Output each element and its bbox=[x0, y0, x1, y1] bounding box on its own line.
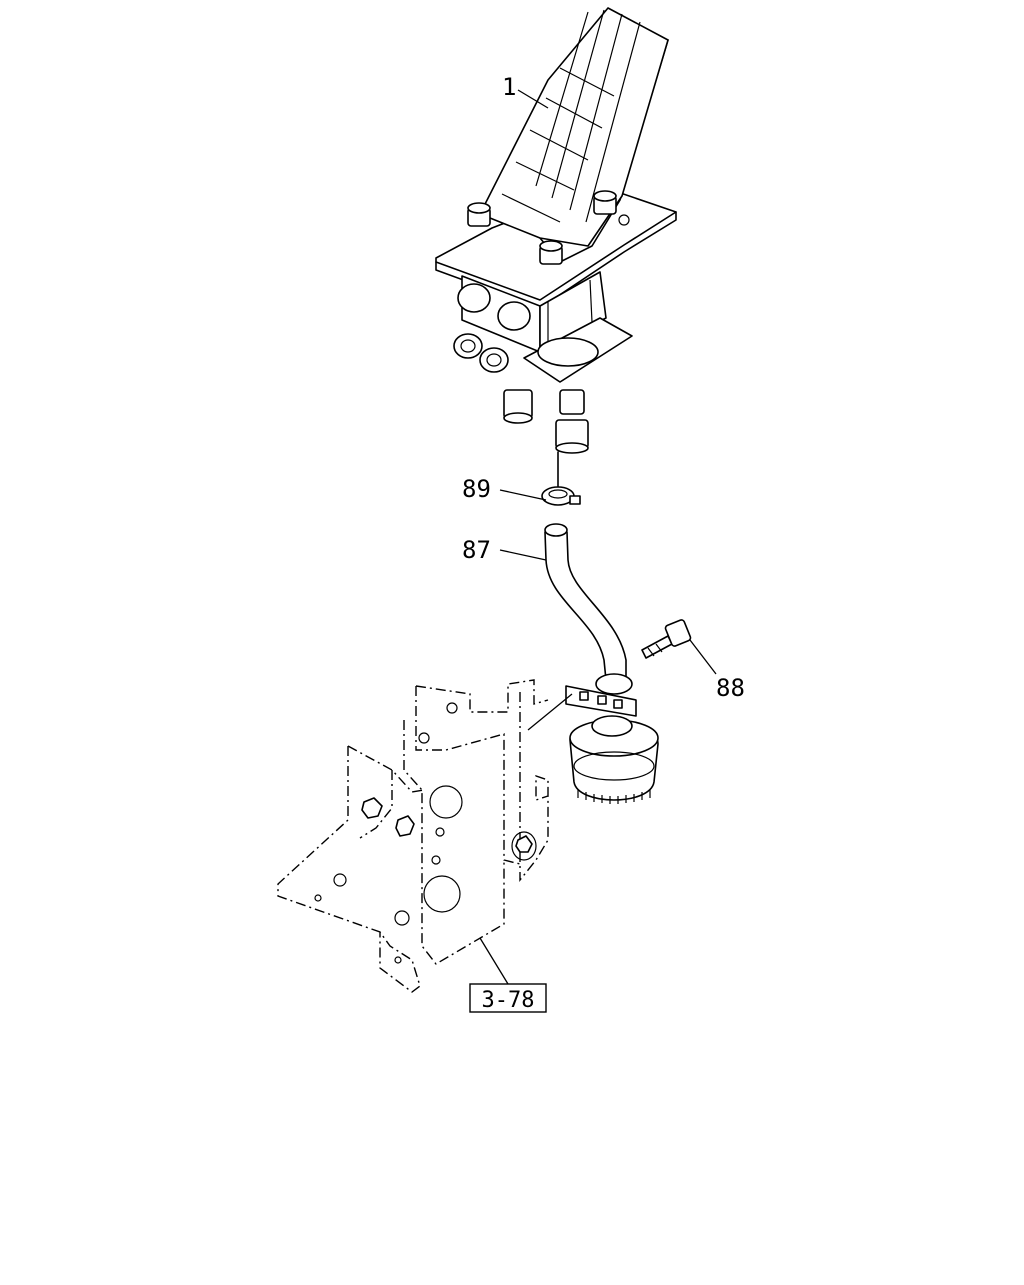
callout-88: 88 bbox=[716, 674, 745, 702]
flexible-hose bbox=[544, 523, 627, 685]
mounting-bolt bbox=[641, 619, 692, 659]
valve-body-side bbox=[539, 271, 607, 353]
leader-lines bbox=[479, 89, 717, 985]
bottom-fittings bbox=[503, 389, 589, 454]
reference-box-3-78: 3-78 bbox=[469, 983, 547, 1013]
mounting-bracket-phantom bbox=[277, 679, 549, 993]
bracket-nuts bbox=[361, 797, 415, 837]
pedal-pad bbox=[479, 7, 669, 247]
callout-87: 87 bbox=[462, 536, 491, 564]
callout-89: 89 bbox=[462, 475, 491, 503]
valve-ports bbox=[453, 283, 531, 373]
plate-bolts bbox=[467, 190, 630, 265]
air-filter-cap bbox=[565, 673, 659, 804]
brake-pedal-valve-assembly bbox=[435, 7, 677, 454]
hose-clamp bbox=[541, 486, 581, 506]
callout-3-78: 3-78 bbox=[482, 988, 535, 1013]
callout-1: 1 bbox=[502, 73, 516, 101]
